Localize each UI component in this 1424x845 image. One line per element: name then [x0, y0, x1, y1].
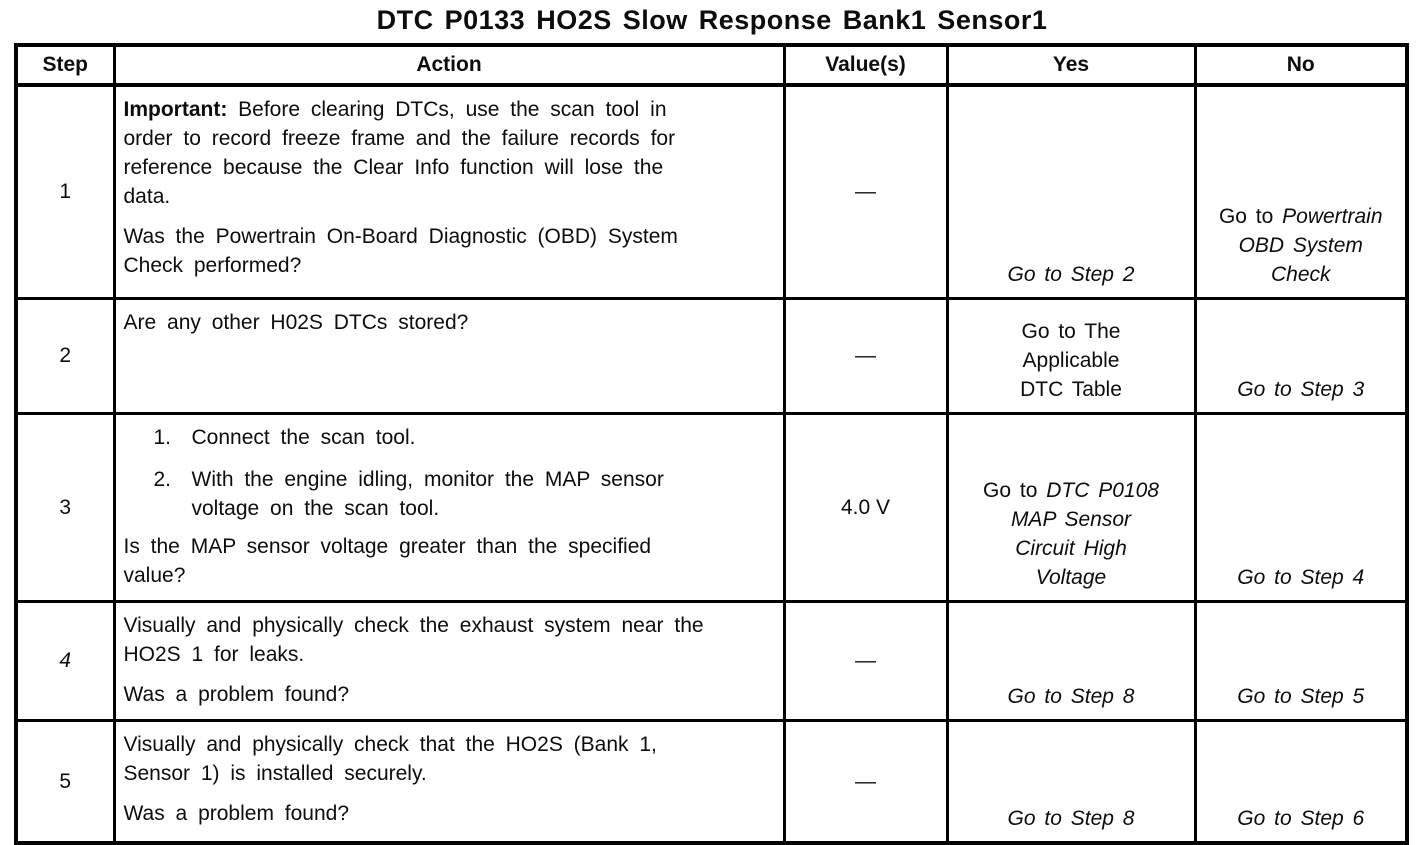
goto-text: Go to The Applicable DTC Table: [1020, 320, 1122, 401]
action-paragraph: Visually and physically check the exhaus…: [123, 614, 704, 666]
header-step: Step: [14, 43, 116, 87]
important-label: Important:: [123, 98, 228, 121]
table-row: 3 1. Connect the scan tool. 2. With the en…: [14, 412, 1409, 603]
no-cell: Go to Powertrain OBD System Check: [1193, 83, 1409, 300]
table-row: 2 Are any other H02S DTCs stored? — Go t…: [14, 297, 1409, 415]
value-cell: —: [782, 600, 949, 722]
yes-cell: Go to Step 8: [945, 719, 1197, 845]
action-cell: Visually and physically check that the H…: [112, 719, 786, 845]
yes-cell: Go to Step 2: [945, 83, 1197, 300]
list-number: 2.: [153, 468, 172, 491]
goto-text: Go to Step 8: [1007, 685, 1135, 708]
list-number: 1.: [153, 426, 172, 449]
no-cell: Go to Step 6: [1193, 719, 1409, 845]
no-cell: Go to Step 4: [1193, 412, 1409, 603]
action-cell: Important: Before clearing DTCs, use the…: [112, 83, 786, 300]
yes-cell: Go to DTC P0108 MAP Sensor Circuit High …: [945, 412, 1197, 603]
value-cell: —: [782, 719, 949, 845]
goto-text: Go to Step 4: [1237, 566, 1365, 589]
goto-text: Go to Powertrain OBD System Check: [1218, 205, 1383, 286]
step-cell: 4: [14, 600, 116, 722]
diagnostic-table: Step Action Value(s) Yes No 1 Important:…: [14, 43, 1409, 845]
action-cell: 1. Connect the scan tool. 2. With the engi…: [112, 412, 786, 603]
goto-text: Go to Step 3: [1237, 378, 1365, 401]
page-title: DTC P0133 HO2S Slow Response Bank1 Senso…: [376, 5, 1048, 35]
table-row: 5 Visually and physically check that the…: [14, 719, 1409, 845]
action-question: Is the MAP sensor voltage greater than t…: [123, 535, 652, 587]
list-text: Connect the scan tool.: [191, 426, 416, 449]
value-cell: —: [782, 83, 949, 300]
action-list-item: 1. Connect the scan tool.: [154, 423, 769, 452]
action-list-item: 2. With the engine idling, monitor the MA…: [154, 465, 769, 523]
value-cell: —: [782, 297, 949, 415]
step-cell: 3: [14, 412, 116, 603]
header-no: No: [1193, 43, 1409, 87]
action-question: Are any other H02S DTCs stored?: [123, 311, 469, 334]
step-cell: 5: [14, 719, 116, 845]
action-question: Was the Powertrain On-Board Diagnostic (…: [123, 225, 678, 277]
goto-text: Go to Step 2: [1007, 263, 1135, 286]
header-values: Value(s): [782, 43, 949, 87]
table-row: 1 Important: Before clearing DTCs, use t…: [14, 83, 1409, 300]
important-text: Before clearing DTCs, use the scan tool …: [123, 98, 676, 208]
yes-cell: Go to Step 8: [945, 600, 1197, 722]
header-row: Step Action Value(s) Yes No: [14, 43, 1409, 87]
action-cell: Visually and physically check the exhaus…: [112, 600, 786, 722]
action-paragraph: Visually and physically check that the H…: [123, 733, 657, 785]
header-action: Action: [112, 43, 786, 87]
goto-text: Go to Step 8: [1007, 807, 1135, 830]
goto-text: Go to DTC P0108 MAP Sensor Circuit High …: [983, 479, 1159, 589]
value-cell: 4.0 V: [782, 412, 949, 603]
step-cell: 1: [14, 83, 116, 300]
no-cell: Go to Step 5: [1193, 600, 1409, 722]
goto-text: Go to Step 6: [1237, 807, 1365, 830]
action-question: Was a problem found?: [123, 802, 350, 825]
table-row: 4 Visually and physically check the exha…: [14, 600, 1409, 722]
goto-text: Go to Step 5: [1237, 685, 1365, 708]
no-cell: Go to Step 3: [1193, 297, 1409, 415]
list-text: With the engine idling, monitor the MAP …: [191, 468, 664, 520]
step-cell: 2: [14, 297, 116, 415]
action-paragraph: Important: Before clearing DTCs, use the…: [124, 95, 769, 211]
header-yes: Yes: [945, 43, 1197, 87]
yes-cell: Go to The Applicable DTC Table: [945, 297, 1197, 415]
action-question: Was a problem found?: [123, 683, 350, 706]
action-cell: Are any other H02S DTCs stored?: [112, 297, 786, 415]
